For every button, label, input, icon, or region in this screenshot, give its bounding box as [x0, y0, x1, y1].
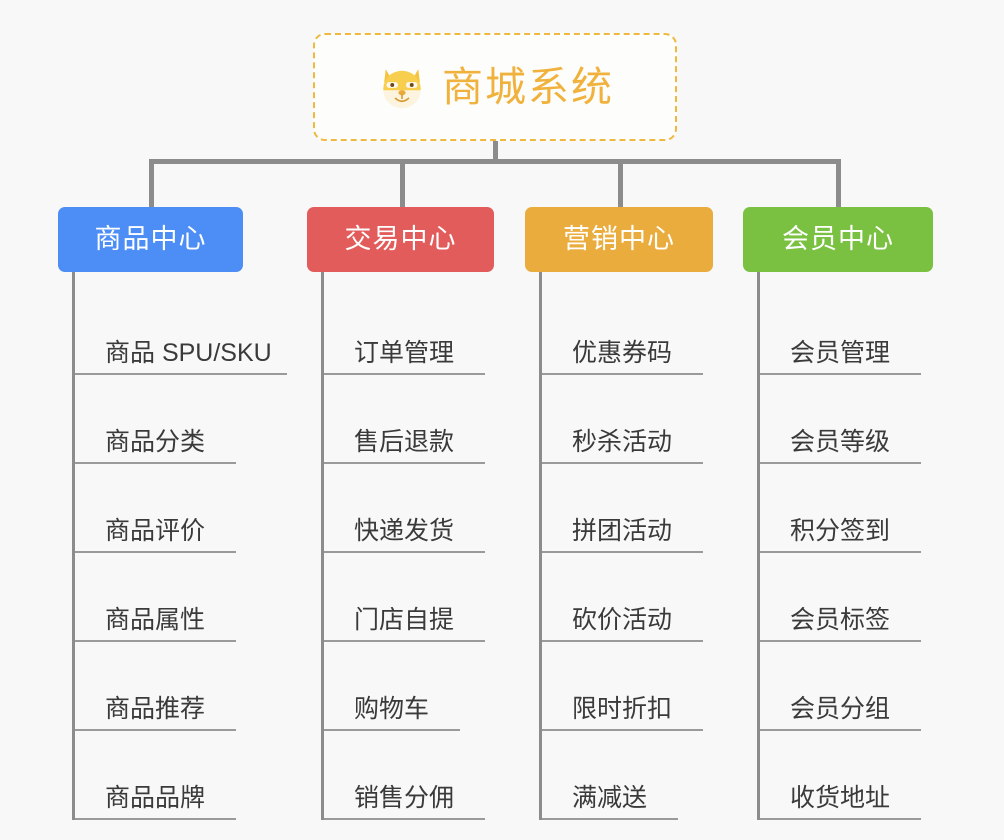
leaf-underline	[324, 462, 485, 464]
leaf-label: 门店自提	[354, 605, 455, 634]
branch-column-product-center: 商品中心 商品 SPU/SKU 商品分类 商品评价 商品属性 商品推荐	[58, 207, 290, 820]
list-item[interactable]: 订单管理	[324, 286, 539, 375]
leaf-underline	[760, 729, 921, 731]
leaf-underline	[75, 818, 236, 820]
leaf-label: 会员标签	[790, 605, 891, 634]
list-item[interactable]: 优惠券码	[542, 286, 757, 375]
leaf-label: 限时折扣	[572, 694, 673, 723]
branch-column-marketing-center: 营销中心 优惠券码 秒杀活动 拼团活动 砍价活动 限时折扣	[525, 207, 757, 820]
branch-column-trade-center: 交易中心 订单管理 售后退款 快递发货 门店自提 购物车	[307, 207, 539, 820]
leaf-label: 优惠券码	[572, 338, 673, 367]
list-item[interactable]: 砍价活动	[542, 553, 757, 642]
root-node-title: 商城系统	[442, 63, 614, 110]
branch-column-member-center: 会员中心 会员管理 会员等级 积分签到 会员标签 会员分组	[743, 207, 975, 820]
leaf-underline	[75, 373, 287, 375]
list-item[interactable]: 购物车	[324, 642, 539, 731]
leaf-underline	[75, 462, 236, 464]
connector-drop-branch-4	[836, 159, 841, 207]
connector-root-stem	[493, 141, 498, 163]
leaf-label: 销售分佣	[354, 783, 455, 812]
leaf-label: 商品推荐	[105, 694, 206, 723]
leaf-label: 收货地址	[790, 783, 891, 812]
branch-header-label: 营销中心	[563, 224, 675, 254]
list-item[interactable]: 积分签到	[760, 464, 975, 553]
leaf-label: 商品 SPU/SKU	[105, 338, 272, 367]
list-item[interactable]: 商品评价	[75, 464, 290, 553]
leaf-label: 满减送	[572, 783, 648, 812]
leaf-underline	[324, 373, 485, 375]
branch-header-marketing-center[interactable]: 营销中心	[525, 207, 713, 272]
leaf-label: 订单管理	[354, 338, 455, 367]
list-item[interactable]: 商品属性	[75, 553, 290, 642]
leaf-underline	[542, 818, 678, 820]
leaf-label: 商品分类	[105, 427, 206, 456]
leaf-label: 拼团活动	[572, 516, 673, 545]
branch-header-label: 会员中心	[782, 224, 894, 254]
leaf-underline	[542, 462, 703, 464]
list-item[interactable]: 快递发货	[324, 464, 539, 553]
leaf-underline	[324, 551, 485, 553]
list-item[interactable]: 门店自提	[324, 553, 539, 642]
list-item[interactable]: 限时折扣	[542, 642, 757, 731]
leaf-label: 购物车	[354, 694, 430, 723]
leaf-underline	[760, 818, 921, 820]
leaf-underline	[324, 818, 485, 820]
list-item[interactable]: 商品推荐	[75, 642, 290, 731]
list-item[interactable]: 销售分佣	[324, 731, 539, 820]
leaf-list-product-center: 商品 SPU/SKU 商品分类 商品评价 商品属性 商品推荐 商品品牌	[72, 272, 290, 820]
leaf-underline	[760, 640, 921, 642]
leaf-underline	[324, 640, 485, 642]
leaf-underline	[324, 729, 460, 731]
leaf-list-marketing-center: 优惠券码 秒杀活动 拼团活动 砍价活动 限时折扣 满减送	[539, 272, 757, 820]
list-item[interactable]: 商品品牌	[75, 731, 290, 820]
connector-drop-branch-1	[149, 159, 154, 207]
leaf-label: 商品属性	[105, 605, 206, 634]
leaf-underline	[760, 462, 921, 464]
list-item[interactable]: 收货地址	[760, 731, 975, 820]
leaf-label: 快递发货	[354, 516, 455, 545]
branch-header-trade-center[interactable]: 交易中心	[307, 207, 494, 272]
leaf-label: 砍价活动	[572, 605, 673, 634]
list-item[interactable]: 商品分类	[75, 375, 290, 464]
leaf-label: 商品品牌	[105, 783, 206, 812]
leaf-label: 会员管理	[790, 338, 891, 367]
root-node-shop-system[interactable]: 商城系统	[313, 33, 677, 141]
branch-header-label: 商品中心	[94, 224, 207, 254]
leaf-label: 售后退款	[354, 427, 455, 456]
leaf-underline	[542, 551, 703, 553]
connector-horizontal-bus	[149, 159, 840, 164]
list-item[interactable]: 会员分组	[760, 642, 975, 731]
list-item[interactable]: 秒杀活动	[542, 375, 757, 464]
leaf-underline	[75, 551, 236, 553]
branch-header-label: 交易中心	[344, 224, 457, 254]
leaf-underline	[75, 640, 236, 642]
leaf-underline	[542, 373, 703, 375]
leaf-underline	[760, 373, 921, 375]
leaf-label: 会员分组	[790, 694, 891, 723]
list-item[interactable]: 会员等级	[760, 375, 975, 464]
connector-drop-branch-2	[400, 159, 405, 207]
leaf-underline	[542, 640, 703, 642]
leaf-label: 会员等级	[790, 427, 891, 456]
connector-drop-branch-3	[618, 159, 623, 207]
leaf-label: 积分签到	[790, 516, 891, 545]
leaf-label: 秒杀活动	[572, 427, 673, 456]
list-item[interactable]: 售后退款	[324, 375, 539, 464]
list-item[interactable]: 会员管理	[760, 286, 975, 375]
leaf-underline	[760, 551, 921, 553]
list-item[interactable]: 会员标签	[760, 553, 975, 642]
leaf-underline	[542, 729, 703, 731]
list-item[interactable]: 满减送	[542, 731, 757, 820]
leaf-list-trade-center: 订单管理 售后退款 快递发货 门店自提 购物车 销售分佣	[321, 272, 539, 820]
leaf-underline	[75, 729, 236, 731]
shiba-dog-face-icon	[383, 69, 421, 109]
leaf-list-member-center: 会员管理 会员等级 积分签到 会员标签 会员分组 收货地址	[757, 272, 975, 820]
list-item[interactable]: 商品 SPU/SKU	[75, 286, 290, 375]
list-item[interactable]: 拼团活动	[542, 464, 757, 553]
leaf-label: 商品评价	[105, 516, 206, 545]
branch-header-product-center[interactable]: 商品中心	[58, 207, 243, 272]
branch-header-member-center[interactable]: 会员中心	[743, 207, 933, 272]
